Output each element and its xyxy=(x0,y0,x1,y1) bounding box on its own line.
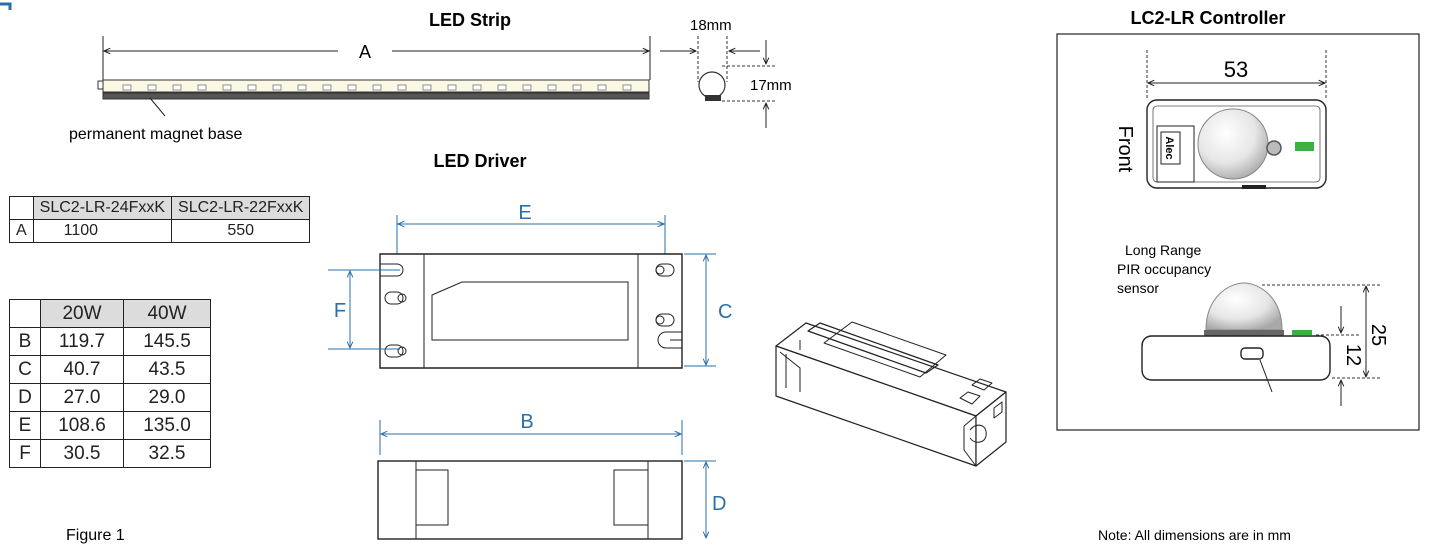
pir-lens-front xyxy=(1197,108,1269,180)
table-row-label: B xyxy=(9,327,41,356)
dimension-e-label: E xyxy=(518,202,531,224)
front-label: Front xyxy=(1114,126,1136,173)
table-cell: 108.6 xyxy=(40,411,124,440)
table-row-label: F xyxy=(9,439,41,468)
table-header-cell: SLC2-LR-22FxxK xyxy=(171,196,311,220)
strip-width-label: 18mm xyxy=(690,17,732,34)
table-header-row: SLC2-LR-24FxxK SLC2-LR-22FxxK xyxy=(9,196,311,220)
table-row: F 30.5 32.5 xyxy=(9,439,211,468)
driver-top-outline xyxy=(379,253,683,369)
controller-title: LC2-LR Controller xyxy=(1131,8,1286,28)
strip-leds xyxy=(122,84,632,91)
led-driver-title: LED Driver xyxy=(433,151,526,171)
table-row-label: D xyxy=(9,383,41,412)
table-row: E 108.6 135.0 xyxy=(9,411,211,440)
light-sensor-icon xyxy=(1266,140,1282,156)
brand-badge xyxy=(1160,131,1181,165)
status-led-front xyxy=(1295,142,1314,151)
table-cell: 29.0 xyxy=(123,383,211,412)
strip-length-table: SLC2-LR-24FxxK SLC2-LR-22FxxK A 1100 550 xyxy=(9,196,311,243)
table-row-label: A xyxy=(9,219,34,243)
strip-height-label: 17mm xyxy=(750,77,792,94)
sensor-label-line-3: sensor xyxy=(1117,280,1159,296)
table-cell: 119.7 xyxy=(40,327,124,356)
strip-profile-lens xyxy=(698,71,726,99)
table-header-cell: SLC2-LR-24FxxK xyxy=(32,196,173,220)
table-cell: 145.5 xyxy=(123,327,211,356)
base-label: permanent magnet base xyxy=(69,126,243,143)
table-corner-cell xyxy=(9,196,34,220)
table-cell: 40.7 xyxy=(40,355,124,384)
brand-label: Alec xyxy=(1163,136,1175,159)
status-led-side xyxy=(1292,330,1312,335)
controller-side-body xyxy=(1141,335,1331,381)
driver-isometric-view xyxy=(775,321,1007,467)
driver-dimension-table: 20W 40W B 119.7 145.5 C 40.7 43.5 D 27.0… xyxy=(9,299,211,468)
table-cell: 32.5 xyxy=(123,439,211,468)
base-leader-line xyxy=(149,97,166,117)
driver-side-outline xyxy=(377,460,683,540)
pir-dome-side xyxy=(1205,282,1283,331)
led-strip-drawing: LED Strip A xyxy=(69,10,792,143)
table-cell: 30.5 xyxy=(40,439,124,468)
table-cell: 43.5 xyxy=(123,355,211,384)
dimension-f-label: F xyxy=(334,300,346,322)
table-corner-cell xyxy=(9,299,41,328)
table-row: B 119.7 145.5 xyxy=(9,327,211,356)
table-row-label: E xyxy=(9,411,41,440)
table-cell: 550 xyxy=(171,219,311,243)
table-cell: 27.0 xyxy=(40,383,124,412)
figure-label: Figure 1 xyxy=(66,527,125,544)
led-driver-drawing: LED Driver E F C xyxy=(328,151,1007,540)
dimension-a-label: A xyxy=(359,42,371,62)
dimension-d-label: D xyxy=(712,493,726,515)
dimension-53-label: 53 xyxy=(1224,57,1248,82)
magnet-base xyxy=(102,92,650,100)
table-row: C 40.7 43.5 xyxy=(9,355,211,384)
table-cell: 135.0 xyxy=(123,411,211,440)
sensor-label-line-1: Long Range xyxy=(1125,242,1202,258)
strip-profile-base xyxy=(705,95,721,101)
dimension-25-label: 25 xyxy=(1367,324,1389,346)
usb-port xyxy=(1240,347,1264,360)
controller-drawing: LC2-LR Controller 53 Alec Front Long Ran… xyxy=(1056,8,1420,431)
corner-mark xyxy=(0,2,12,10)
dimension-c-label: C xyxy=(718,301,732,323)
table-row-label: C xyxy=(9,355,41,384)
table-header-cell: 20W xyxy=(40,299,124,328)
table-row: D 27.0 29.0 xyxy=(9,383,211,412)
table-header-row: 20W 40W xyxy=(9,299,211,328)
units-note: Note: All dimensions are in mm xyxy=(1098,527,1291,543)
sensor-label-line-2: PIR occupancy xyxy=(1117,261,1211,277)
table-row: A 1100 550 xyxy=(9,219,311,243)
table-cell: 1100 xyxy=(32,219,173,243)
dimension-12-label: 12 xyxy=(1342,344,1364,366)
table-header-cell: 40W xyxy=(123,299,211,328)
dimension-b-label: B xyxy=(520,411,533,433)
driver-label-window xyxy=(431,281,629,341)
led-strip-title: LED Strip xyxy=(429,10,511,30)
